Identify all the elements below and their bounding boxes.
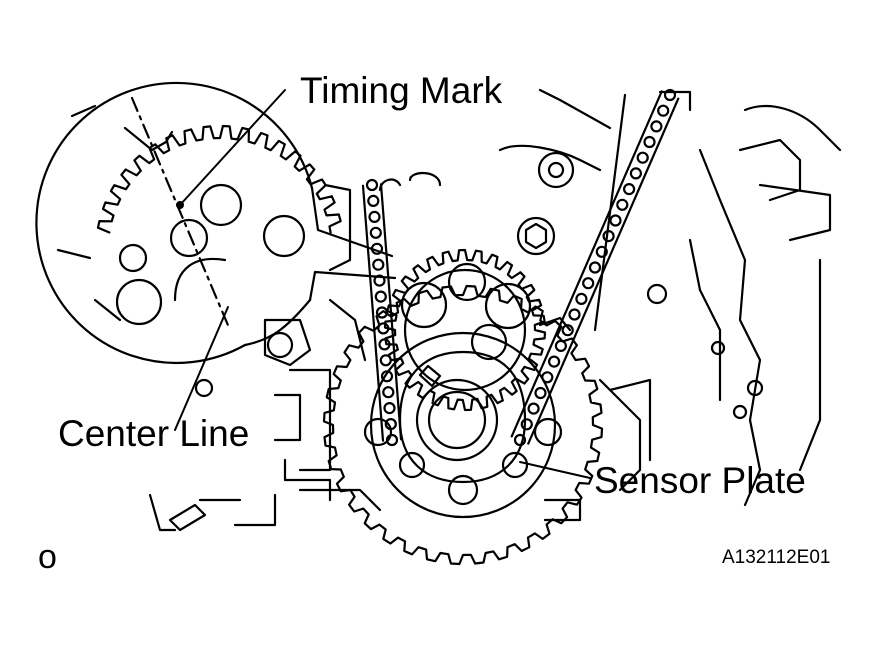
chain-link <box>534 386 547 400</box>
chain-side <box>510 90 663 438</box>
center-line-leader <box>174 306 229 431</box>
chain-link <box>629 167 643 180</box>
bolt-head <box>516 151 575 256</box>
chain-link <box>650 120 663 133</box>
sensor-plate-leader <box>519 461 591 479</box>
chain-link <box>588 261 602 274</box>
chain-link <box>657 104 670 117</box>
chain-link <box>663 88 677 102</box>
chain-link <box>616 198 629 211</box>
timing-mark-dot <box>176 201 184 209</box>
chain-link <box>365 178 379 192</box>
chain-side <box>361 184 385 442</box>
chain-link <box>643 135 656 149</box>
chain-link <box>369 226 382 239</box>
chain-link <box>636 151 649 164</box>
figure-id: A132112E01 <box>722 547 831 568</box>
chain-link <box>520 418 533 431</box>
leader-lines <box>174 89 591 479</box>
chain-link <box>383 402 396 415</box>
chain-link <box>527 402 540 415</box>
center-line-label: Center Line <box>58 413 250 454</box>
chain-link <box>367 194 380 207</box>
chain-side <box>527 97 680 445</box>
chain-link <box>373 274 386 287</box>
chain-link <box>622 183 636 196</box>
timing-mark-label: Timing Mark <box>300 70 503 111</box>
chain-link <box>547 355 561 368</box>
chain-link <box>554 339 568 352</box>
engine-block-outline <box>148 88 842 532</box>
chain-link <box>575 292 588 305</box>
chain-link <box>374 290 387 303</box>
timing-chain-right <box>510 88 680 447</box>
chain-link <box>382 386 395 399</box>
sensor-plate-label: Sensor Plate <box>594 460 806 501</box>
timing-mark-leader <box>179 89 286 206</box>
magnifier-callout <box>35 81 397 365</box>
chain-link <box>595 245 608 258</box>
chain-link <box>368 210 381 223</box>
camshaft-sprocket <box>383 248 547 412</box>
sensor-plate <box>322 284 604 566</box>
chain-link <box>609 214 622 227</box>
chain-link <box>602 230 615 243</box>
chain-link <box>582 277 595 290</box>
chain-link <box>372 258 385 271</box>
chain-link <box>568 308 581 321</box>
chain-link <box>561 324 574 337</box>
corner-mark: o <box>38 538 57 576</box>
